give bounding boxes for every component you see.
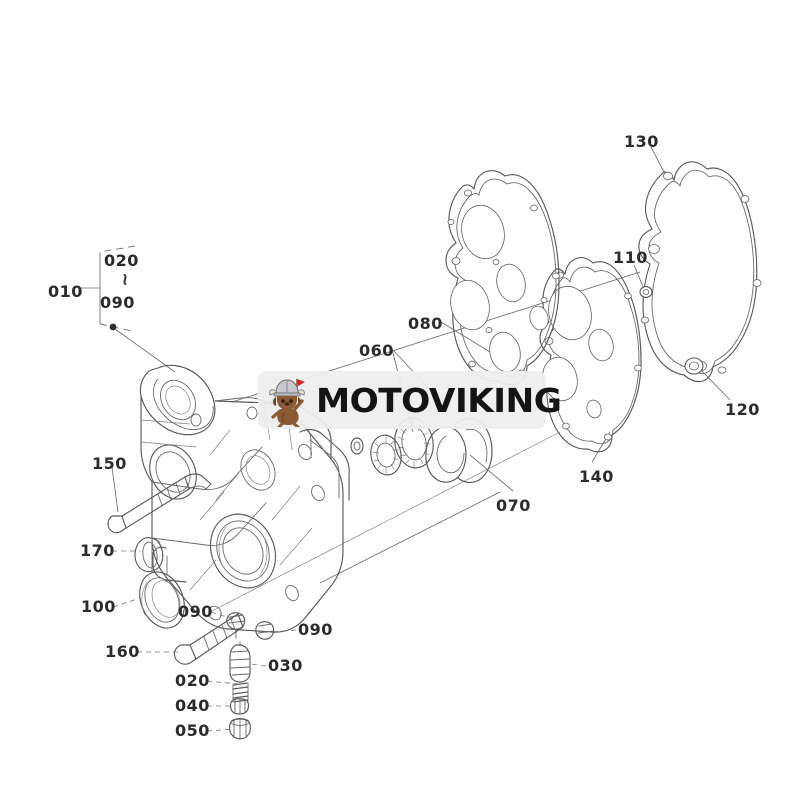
callout-110: 110 bbox=[613, 248, 648, 267]
viking-dog-mascot-icon bbox=[264, 373, 314, 429]
callout-090-top: 090 bbox=[100, 293, 135, 312]
callout-150: 150 bbox=[92, 454, 127, 473]
leader-lines bbox=[109, 146, 731, 732]
callout-030: 030 bbox=[268, 656, 303, 675]
callout-020-bottom: 020 bbox=[175, 671, 210, 690]
part-160-bolt bbox=[173, 613, 244, 665]
callout-170: 170 bbox=[80, 541, 115, 560]
part-170-plug bbox=[134, 536, 164, 573]
callout-060: 060 bbox=[359, 341, 394, 360]
part-150-bolt bbox=[107, 473, 212, 534]
callout-100: 100 bbox=[81, 597, 116, 616]
callout-160: 160 bbox=[105, 642, 140, 661]
callout-130: 130 bbox=[624, 132, 659, 151]
callout-010: 010 bbox=[48, 282, 83, 301]
part-090-bolt-a bbox=[226, 612, 246, 639]
part-140-cover-plate bbox=[539, 257, 642, 453]
watermark-text: MOTOVIKING bbox=[316, 380, 562, 420]
callout-020-top: 020 bbox=[104, 251, 139, 270]
callout-140: 140 bbox=[579, 467, 614, 486]
part-090-bolt-b bbox=[255, 621, 275, 640]
leader-dot-090 bbox=[109, 323, 117, 331]
callout-070: 070 bbox=[496, 496, 531, 515]
part-040-valve-seat bbox=[229, 698, 250, 715]
part-020-spring bbox=[232, 682, 249, 703]
motoviking-watermark: MOTOVIKING bbox=[258, 371, 562, 429]
callout-120: 120 bbox=[725, 400, 760, 419]
callout-050: 050 bbox=[175, 721, 210, 740]
callout-040: 040 bbox=[175, 696, 210, 715]
part-130-outer-gasket bbox=[638, 161, 762, 383]
callout-080: 080 bbox=[408, 314, 443, 333]
callout-range-tilde: ~ bbox=[114, 272, 135, 287]
callout-090-right: 090 bbox=[298, 620, 333, 639]
part-110-bushing bbox=[639, 286, 653, 298]
part-030-relief-valve-body bbox=[229, 641, 251, 683]
part-080-gasket-plate bbox=[445, 170, 560, 386]
part-120-o-ring bbox=[684, 357, 704, 375]
part-100-oil-seal bbox=[139, 571, 185, 629]
callout-090-mid: 090 bbox=[178, 602, 213, 621]
part-050-cap-nut bbox=[229, 718, 251, 740]
